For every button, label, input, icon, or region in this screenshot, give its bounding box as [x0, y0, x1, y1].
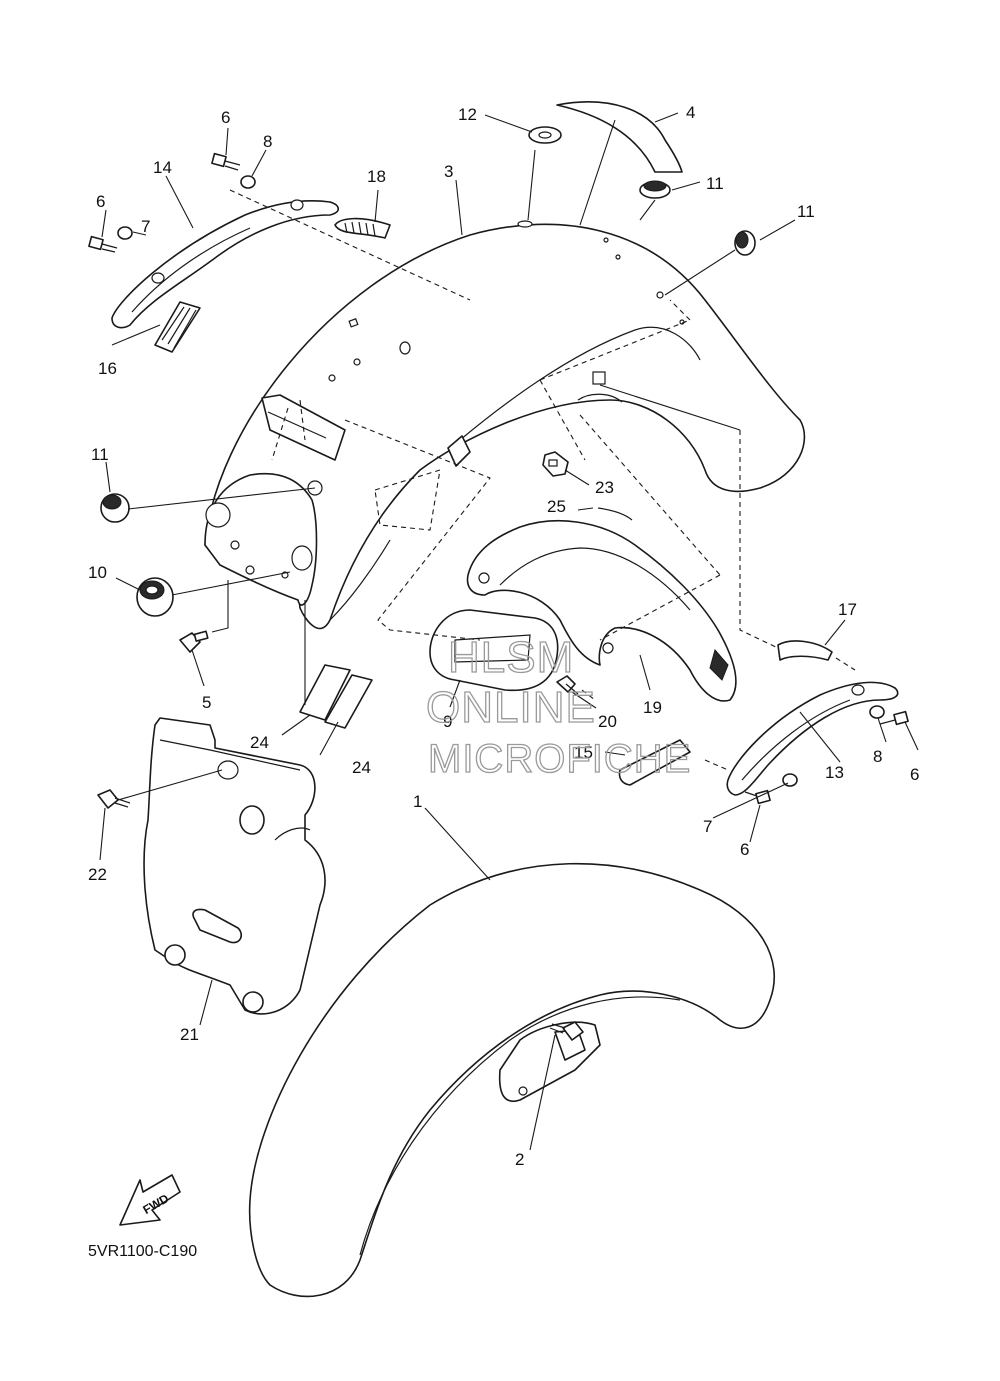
- fender-rail-part-13[interactable]: [726, 681, 899, 796]
- rail-end-cap-part-16[interactable]: [154, 301, 201, 353]
- fender-rail-part-14[interactable]: [111, 199, 340, 329]
- forward-direction-arrow-icon: FWD: [119, 1174, 181, 1226]
- callout-15: 15: [574, 743, 593, 762]
- callout-22: 22: [88, 865, 107, 884]
- callout-24-right: 24: [352, 758, 371, 777]
- front-fender-part-1[interactable]: [248, 862, 775, 1298]
- callout-6-right: 6: [910, 765, 919, 784]
- pad-part-24-right[interactable]: [324, 674, 373, 729]
- callout-3: 3: [444, 162, 453, 181]
- callout-6-lower: 6: [740, 840, 749, 859]
- rail-cap-part-17[interactable]: [777, 640, 833, 661]
- callout-11-right: 11: [797, 202, 815, 221]
- callout-5: 5: [202, 693, 211, 712]
- callout-6-left: 6: [96, 192, 105, 211]
- bolt-part-6-lower[interactable]: [744, 789, 771, 805]
- callout-7-right: 7: [703, 817, 712, 836]
- washer-part-8-top[interactable]: [240, 175, 256, 189]
- callout-12: 12: [458, 105, 477, 124]
- callout-14: 14: [153, 158, 172, 177]
- bolt-part-6-left[interactable]: [88, 235, 118, 253]
- callout-labels: 1 2 3 4 5 6 6 6 6 7 7 8 8 9 10 11 11 11 …: [88, 103, 919, 1169]
- callout-25: 25: [547, 497, 566, 516]
- fender-trim-part-4[interactable]: [556, 101, 683, 173]
- washer-part-7-left[interactable]: [117, 226, 133, 240]
- inner-fender-part-19[interactable]: [466, 519, 737, 702]
- callout-9: 9: [443, 712, 452, 731]
- callout-8-top: 8: [263, 132, 272, 151]
- callout-13: 13: [825, 763, 844, 782]
- bolt-part-6-right[interactable]: [879, 710, 909, 726]
- callout-11-left: 11: [91, 445, 109, 464]
- pad-part-24-left[interactable]: [299, 664, 351, 721]
- callout-20: 20: [598, 712, 617, 731]
- fender-bracket-part-2[interactable]: [498, 1021, 601, 1102]
- watermark-line-1: HLSM: [448, 633, 574, 682]
- callout-23: 23: [595, 478, 614, 497]
- callout-10: 10: [88, 563, 107, 582]
- callout-8-right: 8: [873, 747, 882, 766]
- bolt-part-6-top[interactable]: [211, 152, 241, 171]
- callout-24-left: 24: [250, 733, 269, 752]
- washer-part-7-right[interactable]: [782, 773, 798, 787]
- callout-18: 18: [367, 167, 386, 186]
- callout-19: 19: [643, 698, 662, 717]
- callout-2: 2: [515, 1150, 524, 1169]
- nut-part-23[interactable]: [542, 451, 569, 477]
- diagram-code: 5VR1100-C190: [88, 1243, 197, 1260]
- reflector-part-9[interactable]: [429, 609, 559, 692]
- callout-17: 17: [838, 600, 857, 619]
- callout-7-left: 7: [141, 217, 150, 236]
- watermark-line-3: MICROFICHE: [428, 737, 691, 781]
- callout-21: 21: [180, 1025, 199, 1044]
- callout-1: 1: [413, 792, 422, 811]
- bolt-part-22[interactable]: [97, 789, 131, 809]
- callout-6-top: 6: [221, 108, 230, 127]
- screw-part-20[interactable]: [556, 675, 579, 695]
- callout-11-top: 11: [706, 174, 724, 193]
- rail-cap-part-18[interactable]: [334, 217, 391, 239]
- washer-part-8-right[interactable]: [869, 705, 885, 719]
- grommet-part-10[interactable]: [136, 577, 174, 617]
- watermark: HLSM ONLINE MICROFICHE: [425, 632, 691, 781]
- callout-4: 4: [686, 103, 695, 122]
- watermark-line-2: ONLINE: [426, 683, 596, 732]
- grommet-part-11-left[interactable]: [100, 493, 130, 523]
- bolt-part-5[interactable]: [179, 630, 209, 653]
- bolt-part-2[interactable]: [549, 1021, 584, 1041]
- grommet-part-11-right[interactable]: [734, 230, 756, 256]
- side-cover-part-21[interactable]: [143, 717, 326, 1015]
- rail-end-cap-part-15[interactable]: [618, 739, 691, 786]
- clip-part-25[interactable]: [597, 507, 633, 521]
- callout-16: 16: [98, 359, 117, 378]
- grommet-part-11-top[interactable]: [639, 180, 671, 199]
